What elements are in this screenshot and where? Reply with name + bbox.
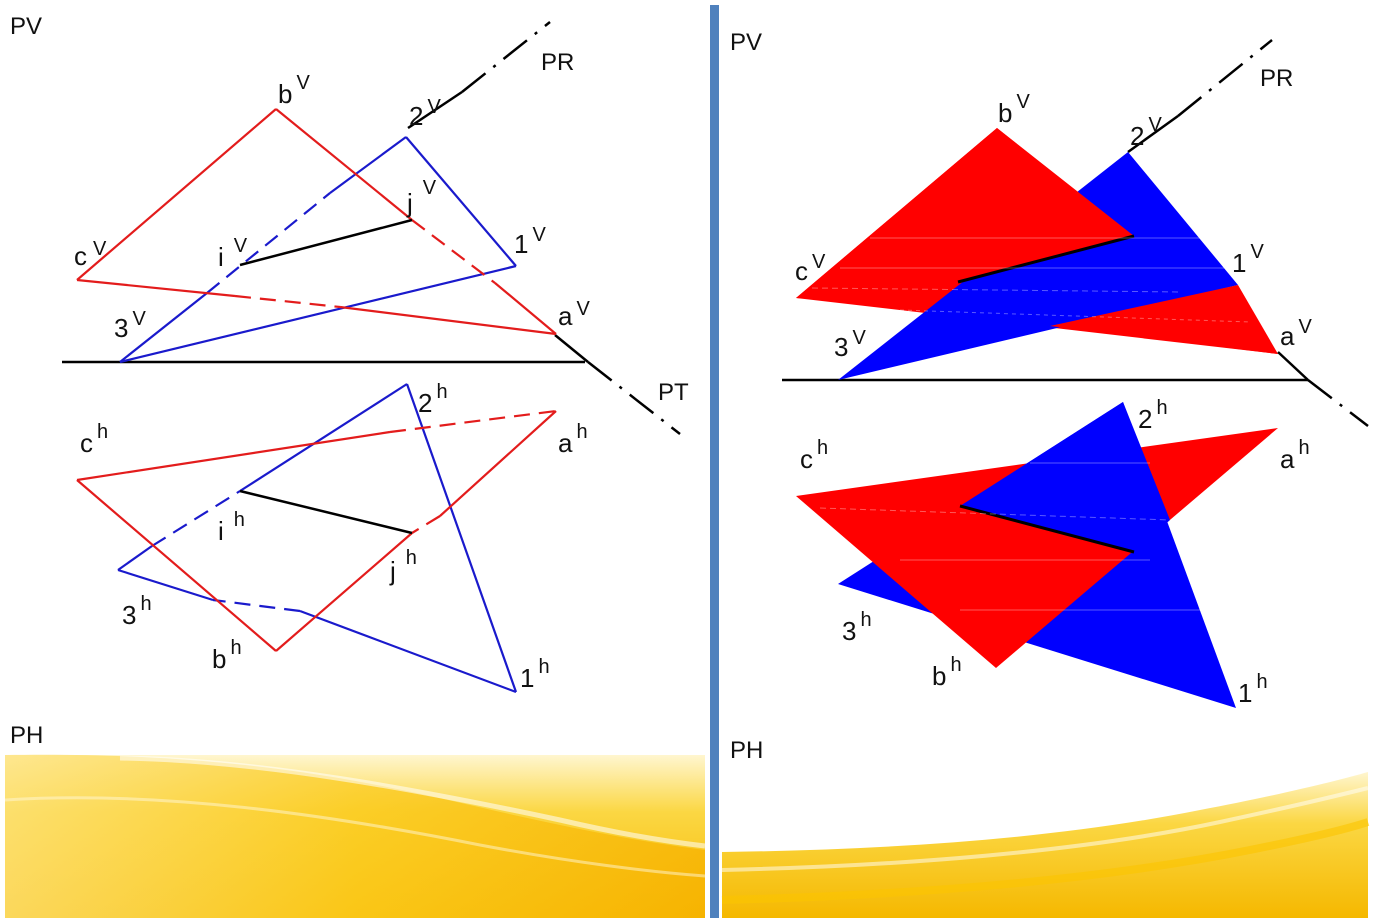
left-panel: PV PR PT PH — [10, 13, 689, 749]
right-red-visible-part-v — [796, 128, 1134, 305]
right-intersection-line-h — [959, 504, 1135, 554]
left-plane-pv-label: PV — [10, 13, 42, 40]
right-plane-pv-label: PV — [730, 29, 762, 56]
left-plane-trace-h-solid — [554, 334, 589, 363]
right-blue-triangle-v — [838, 152, 1238, 380]
right-plane-trace-h-dashdot — [1307, 379, 1369, 427]
left-plane-trace-h-dashdot — [587, 361, 681, 435]
left-plane-trace-v-solid — [407, 90, 463, 130]
right-panel: PV PR PH — [730, 29, 1369, 764]
right-red-visible-lower-v — [1050, 285, 1278, 354]
right-plane-pr-label: PR — [1260, 65, 1293, 92]
left-plane-pr-label: PR — [541, 49, 574, 76]
left-intersection-line-h — [239, 489, 413, 535]
right-plane-trace-v-dashdot — [1177, 39, 1273, 117]
right-plane-trace-v-solid — [1127, 114, 1179, 154]
left-red-triangle-v — [76, 108, 557, 336]
right-surface-lines-v — [811, 237, 1251, 323]
left-intersection-line-v — [239, 218, 413, 267]
left-red-triangle-h — [76, 409, 557, 652]
left-plane-ph-label: PH — [10, 722, 43, 749]
background-wave-right — [721, 772, 1370, 918]
left-plane-pt-label: PT — [658, 379, 689, 406]
left-blue-triangle-h — [117, 383, 518, 694]
right-plane-trace-h-solid — [1277, 351, 1309, 381]
background-wave-left — [4, 754, 706, 918]
right-red-triangle-h — [796, 428, 1278, 668]
right-intersection-line-v — [957, 234, 1135, 284]
right-surface-lines-h — [819, 462, 1200, 611]
right-plane-ph-label: PH — [730, 737, 763, 764]
left-plane-trace-v-dashdot — [461, 21, 551, 93]
right-blue-visible-part-h — [960, 402, 1170, 552]
panel-divider — [710, 5, 719, 918]
left-blue-triangle-v — [119, 136, 517, 364]
